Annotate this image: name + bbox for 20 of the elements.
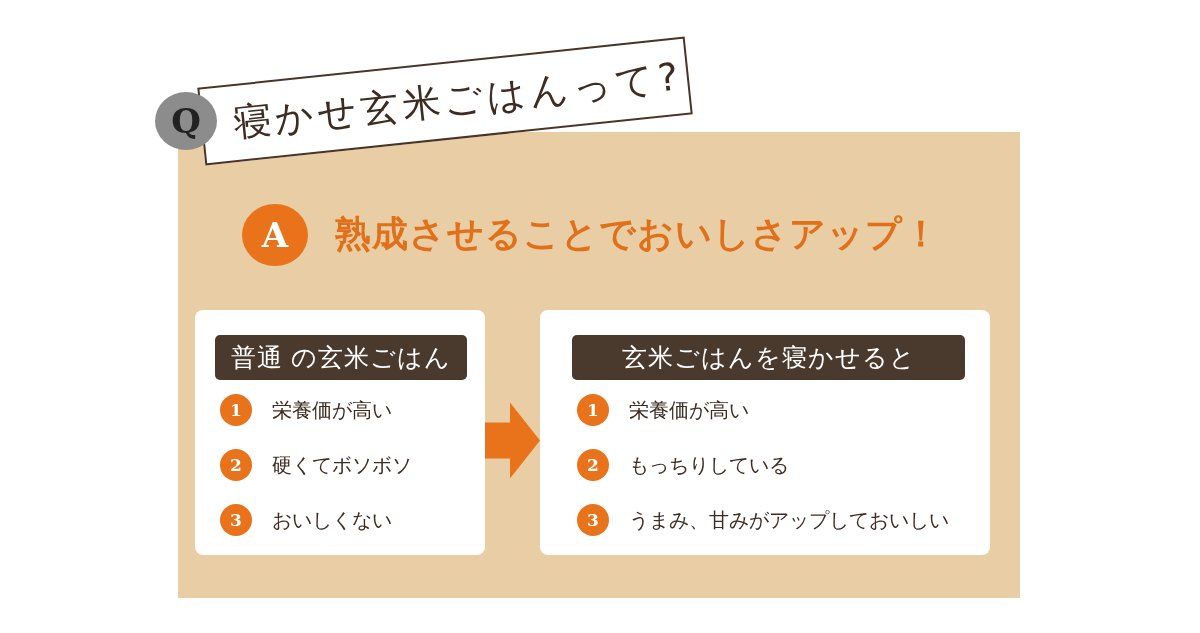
title: 寝かせ玄米ごはんって? (230, 52, 685, 147)
number-circle: 1 (220, 394, 252, 426)
card (195, 310, 485, 555)
list-item-text: もっちりしている (629, 451, 789, 479)
block-arrow (485, 402, 540, 479)
list-item-text: 硬くてボソボソ (272, 451, 412, 479)
number-circle: 3 (220, 504, 252, 536)
list-item-text: 栄養価が高い (629, 396, 749, 424)
card-heading: 玄米ごはんを寝かせると (572, 335, 965, 380)
number-circle: 2 (577, 449, 609, 481)
answer-heading: 熟成させることでおいしさアップ！ (335, 212, 941, 256)
q-badge: Q (155, 92, 217, 150)
list-item-text: うまみ、甘みがアップしておいしい (629, 506, 949, 534)
number-circle: 1 (577, 394, 609, 426)
number-circle: 2 (220, 449, 252, 481)
number-circle: 3 (577, 504, 609, 536)
list-item-text: 栄養価が高い (272, 396, 392, 424)
card-heading: 普通 の玄米ごはん (215, 335, 467, 380)
list-item-text: おいしくない (272, 506, 392, 534)
card (540, 310, 990, 555)
